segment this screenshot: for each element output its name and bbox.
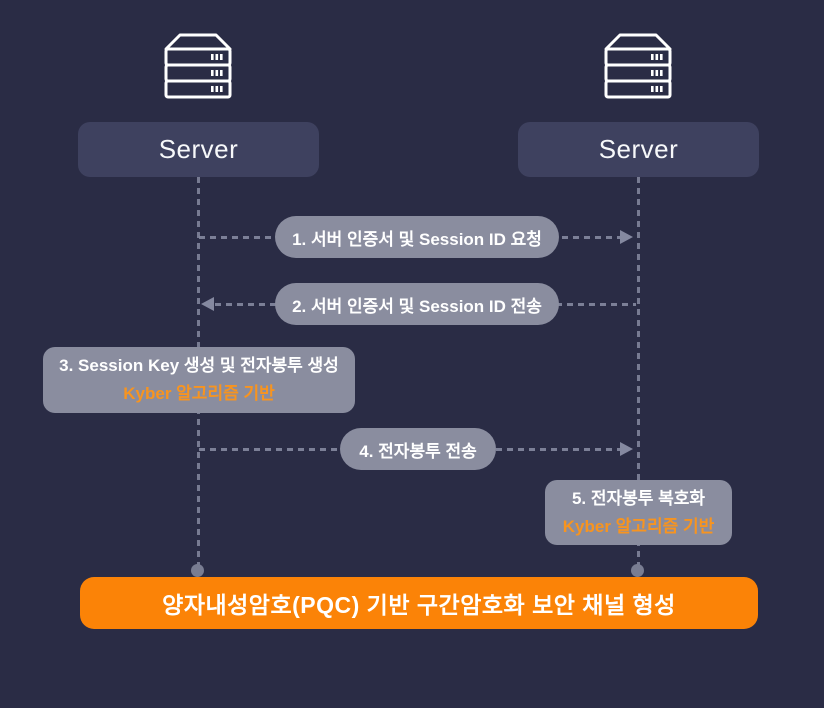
arrowhead-left-icon <box>201 297 214 311</box>
arrowhead-right-icon <box>620 230 633 244</box>
lifeline-endpoint-dot <box>631 564 644 577</box>
server-rack-icon <box>604 33 672 99</box>
server-rack-icon <box>164 33 232 99</box>
message-3-label: 3. Session Key 생성 및 전자봉투 생성 <box>59 356 339 375</box>
message-5-label: 5. 전자봉투 복호화 <box>571 488 706 508</box>
message-3-note: 3. Session Key 생성 및 전자봉투 생성 Kyber 알고리즘 기… <box>43 347 355 413</box>
secure-channel-banner: 양자내성암호(PQC) 기반 구간암호화 보안 채널 형성 <box>80 577 758 629</box>
message-2-label: 2. 서버 인증서 및 Session ID 전송 <box>275 283 559 325</box>
message-5-note: 5. 전자봉투 복호화 Kyber 알고리즘 기반 <box>545 480 732 545</box>
lifeline-endpoint-dot <box>191 564 204 577</box>
actor-label-server-left: Server <box>78 122 319 177</box>
arrowhead-right-icon <box>620 442 633 456</box>
message-5-sublabel: Kyber 알고리즘 기반 <box>562 516 715 536</box>
lifeline-server-right <box>637 177 640 567</box>
message-3-sublabel: Kyber 알고리즘 기반 <box>123 384 275 403</box>
actor-label-server-right: Server <box>518 122 759 177</box>
message-4-label: 4. 전자봉투 전송 <box>340 428 496 470</box>
message-1-label: 1. 서버 인증서 및 Session ID 요청 <box>275 216 559 258</box>
